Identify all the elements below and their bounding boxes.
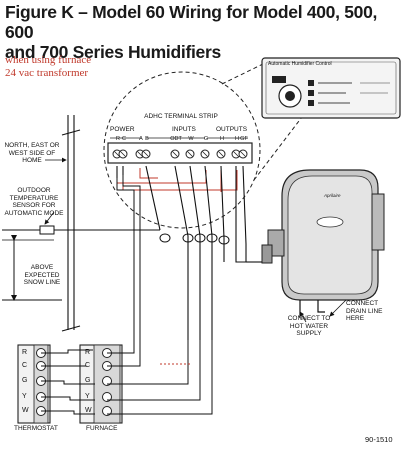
outdoor-sensor [2,225,160,241]
title-line-2: and 700 Series Humidifiers [5,42,221,62]
furnace-screw-G [102,376,112,386]
furnace-screw-Y [102,392,112,402]
furnace-terminal-W: W [85,407,92,414]
control-panel-title: Automatic Humidifier Control [268,61,332,67]
thermostat-label: THERMOSTAT [14,425,58,432]
terminal-label-0: R [116,136,120,142]
furnace-terminal-G: G [85,377,91,384]
snow-line-label: ABOVE EXPECTED SNOW LINE [23,264,61,286]
terminal-label-3: B [145,136,149,142]
furnace-strip-wires [107,175,213,415]
terminal-label-7: H [220,136,224,142]
snow-line-marker [2,235,62,301]
thermostat-terminal-C: C [22,362,28,369]
furnace-terminal-Y: Y [85,393,90,400]
terminal-label-6: G [203,136,209,142]
terminal-label-8: H [235,136,239,142]
terminal-label-4: ODT [170,136,182,142]
thermostat-terminal-G: G [22,377,28,384]
part-number: 90-1510 [365,435,393,444]
outdoor-sensor-label: OUTDOOR TEMPERATURE SENSOR FOR AUTOMATIC… [4,187,64,217]
furnace-terminal-R: R [85,349,91,356]
furnace-terminal-C: C [85,362,91,369]
exterior-wall [61,115,81,332]
control-panel [261,57,401,119]
magnifier-circle [103,71,261,229]
north-wall-label: NORTH, EAST OR WEST SIDE OF HOME [4,142,60,164]
thermostat-terminal-R: R [22,349,28,356]
handwritten-note-line-2: 24 vac transformer [5,67,89,79]
thermostat-terminal-W: W [22,407,29,414]
group-power-label: POWER [110,126,135,133]
furnace-screw-W [102,406,112,416]
drain-line-label: CONNECT DRAIN LINE HERE [346,300,383,322]
diagram-title: Figure K – Model 60 Wiring for Model 400… [5,2,405,62]
group-inputs-label: INPUTS [172,126,196,133]
humidifier-unit [235,169,385,318]
handwritten-note-line-1: when using furnace [5,54,92,66]
terminal-label-9: GF [240,136,248,142]
thermostat-furnace-wires [41,349,95,415]
terminal-label-1: C [122,136,126,142]
hot-water-label: CONNECT TO HOT WATER SUPPLY [287,315,331,337]
furnace-label: FURNACE [86,425,118,432]
black-wires [116,165,247,340]
group-outputs-label: OUTPUTS [216,126,248,133]
terminal-label-2: A [139,136,143,142]
title-line-1: Figure K – Model 60 Wiring for Model 400… [5,2,378,42]
terminal-label-5: W [188,136,194,142]
humidifier-brand-logo: Aprilaire [324,193,341,198]
terminal-strip-title: ADHC TERMINAL STRIP [144,113,218,120]
thermostat-terminal-Y: Y [22,393,27,400]
